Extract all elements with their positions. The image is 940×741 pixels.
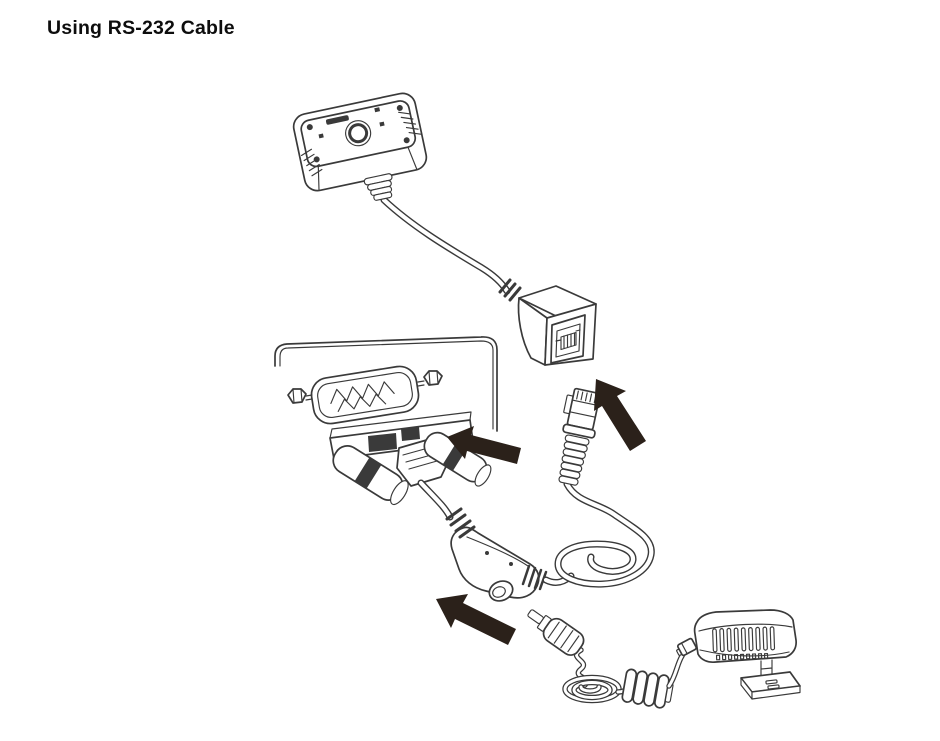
- scanner-top-face: [300, 100, 417, 168]
- scanner-ring: [345, 120, 372, 147]
- adapter-stand: [760, 659, 773, 678]
- host-panel: [274, 336, 498, 432]
- junction-power-socket: [488, 580, 514, 602]
- scanner-marks: [318, 107, 385, 139]
- arrow-plug-to-socket-icon: [436, 594, 516, 645]
- scanner-cable: [380, 196, 511, 295]
- rj45-plug-cable: [554, 480, 655, 588]
- cable-collar: [498, 278, 522, 302]
- ferrite-bead: [621, 668, 674, 709]
- junction-cable-nut: [445, 507, 476, 539]
- power-adapter: [693, 609, 801, 700]
- rj45-socket-jack: [550, 314, 586, 364]
- dc-cord-connector: [676, 637, 698, 657]
- standoff-right: [417, 370, 443, 387]
- scanner-corner-screws: [306, 104, 410, 163]
- scanner-vents-right: [398, 111, 422, 135]
- standoff-left: [287, 388, 313, 404]
- scanner-lens: [348, 123, 369, 144]
- arrow-connector-to-port-icon: [447, 426, 521, 464]
- scanner-vents-left: [300, 148, 323, 177]
- connector-cable: [417, 479, 454, 521]
- junction-body: [450, 526, 540, 599]
- junction-output-port: [521, 564, 548, 591]
- scanner: [292, 92, 428, 201]
- scanner-logo: [325, 115, 349, 125]
- rj45-socket-adapter: [517, 285, 597, 366]
- power-junction: [445, 507, 548, 602]
- power-plug: [527, 609, 585, 656]
- page-title: Using RS-232 Cable: [47, 17, 235, 39]
- rj45-plug-boot: [558, 434, 590, 486]
- arrow-rj45-to-socket-icon: [594, 379, 646, 451]
- adapter-vents: [712, 626, 776, 661]
- scanner-cable-gland: [363, 173, 393, 201]
- serial-port-db9: [310, 365, 420, 425]
- diagram-art: [274, 92, 801, 709]
- plug-grip: [542, 617, 585, 656]
- ac-plug-plate: [740, 671, 801, 700]
- thumbscrew-left: [332, 445, 409, 506]
- power-cable-coil: [562, 674, 632, 704]
- rj45-plug: [558, 387, 601, 486]
